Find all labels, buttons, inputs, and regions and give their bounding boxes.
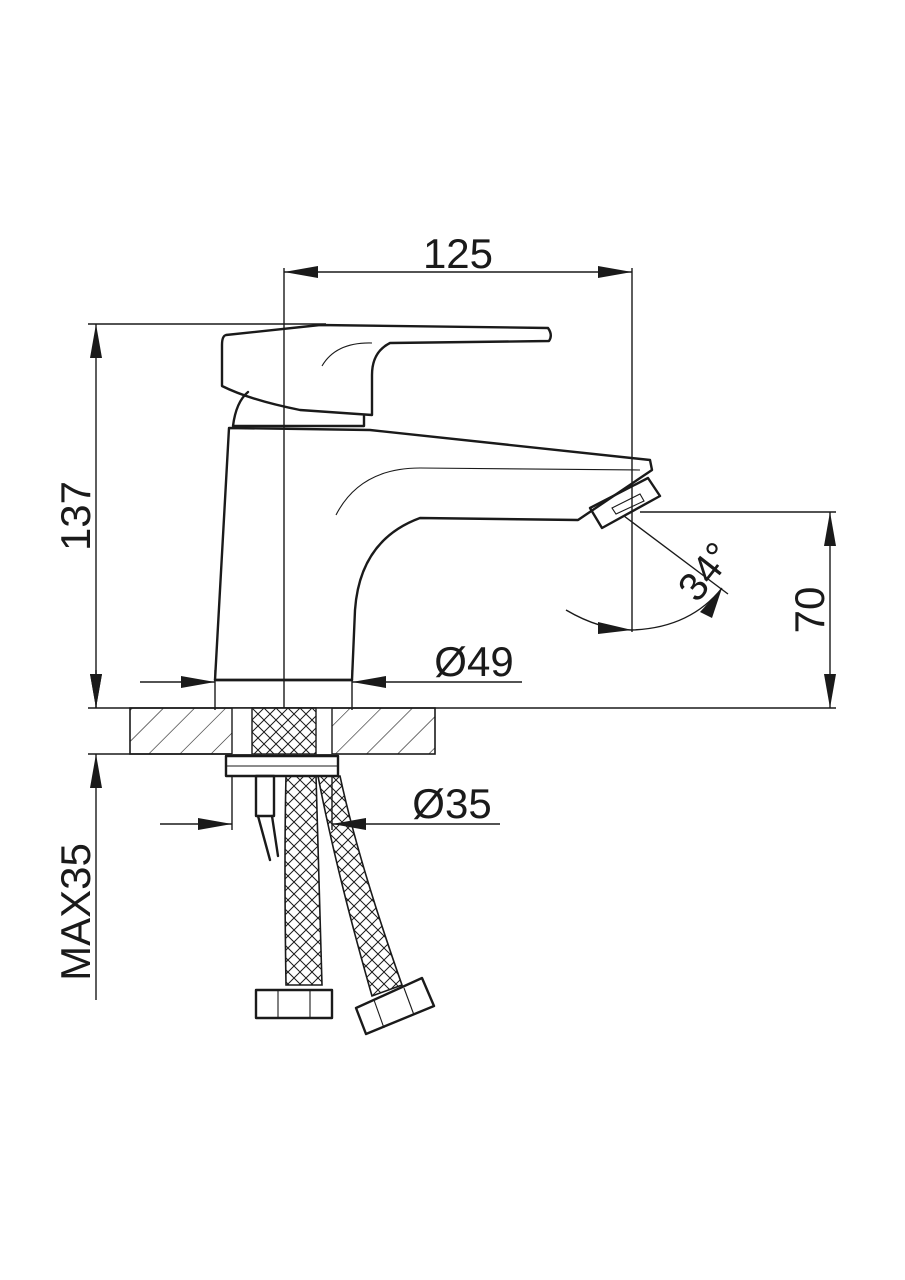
dimension-hole-diameter: Ø35	[160, 776, 500, 830]
base-diameter-label: Ø49	[434, 638, 513, 685]
dimension-height: 137	[52, 323, 326, 708]
dimension-spout-height: 70	[640, 511, 836, 708]
lever-detail	[321, 342, 373, 367]
max-thickness-label: MAX35	[52, 843, 99, 981]
dimension-max-thickness: MAX35	[52, 670, 102, 1000]
hose-nut-left	[254, 988, 334, 1020]
dimension-width: 125	[284, 230, 633, 632]
width-label: 125	[423, 230, 493, 277]
spout-height-label: 70	[786, 587, 833, 634]
dimension-angle: 34°	[565, 515, 742, 634]
cartridge-cap	[231, 390, 366, 428]
aerator	[588, 476, 662, 530]
angle-label: 34°	[670, 535, 742, 610]
countertop-section	[88, 707, 836, 755]
dimension-base-diameter: Ø49	[140, 638, 522, 710]
body	[213, 426, 654, 682]
aerator-inner	[611, 493, 645, 515]
spout-curve	[335, 467, 641, 516]
faucet-outline	[213, 323, 662, 682]
mounting-hardware	[224, 754, 340, 862]
supply-hose-left	[254, 775, 334, 1020]
hole-diameter-label: Ø35	[412, 780, 491, 827]
height-label: 137	[52, 481, 99, 551]
lever-handle	[220, 323, 552, 417]
hose-nut-right	[354, 976, 436, 1036]
